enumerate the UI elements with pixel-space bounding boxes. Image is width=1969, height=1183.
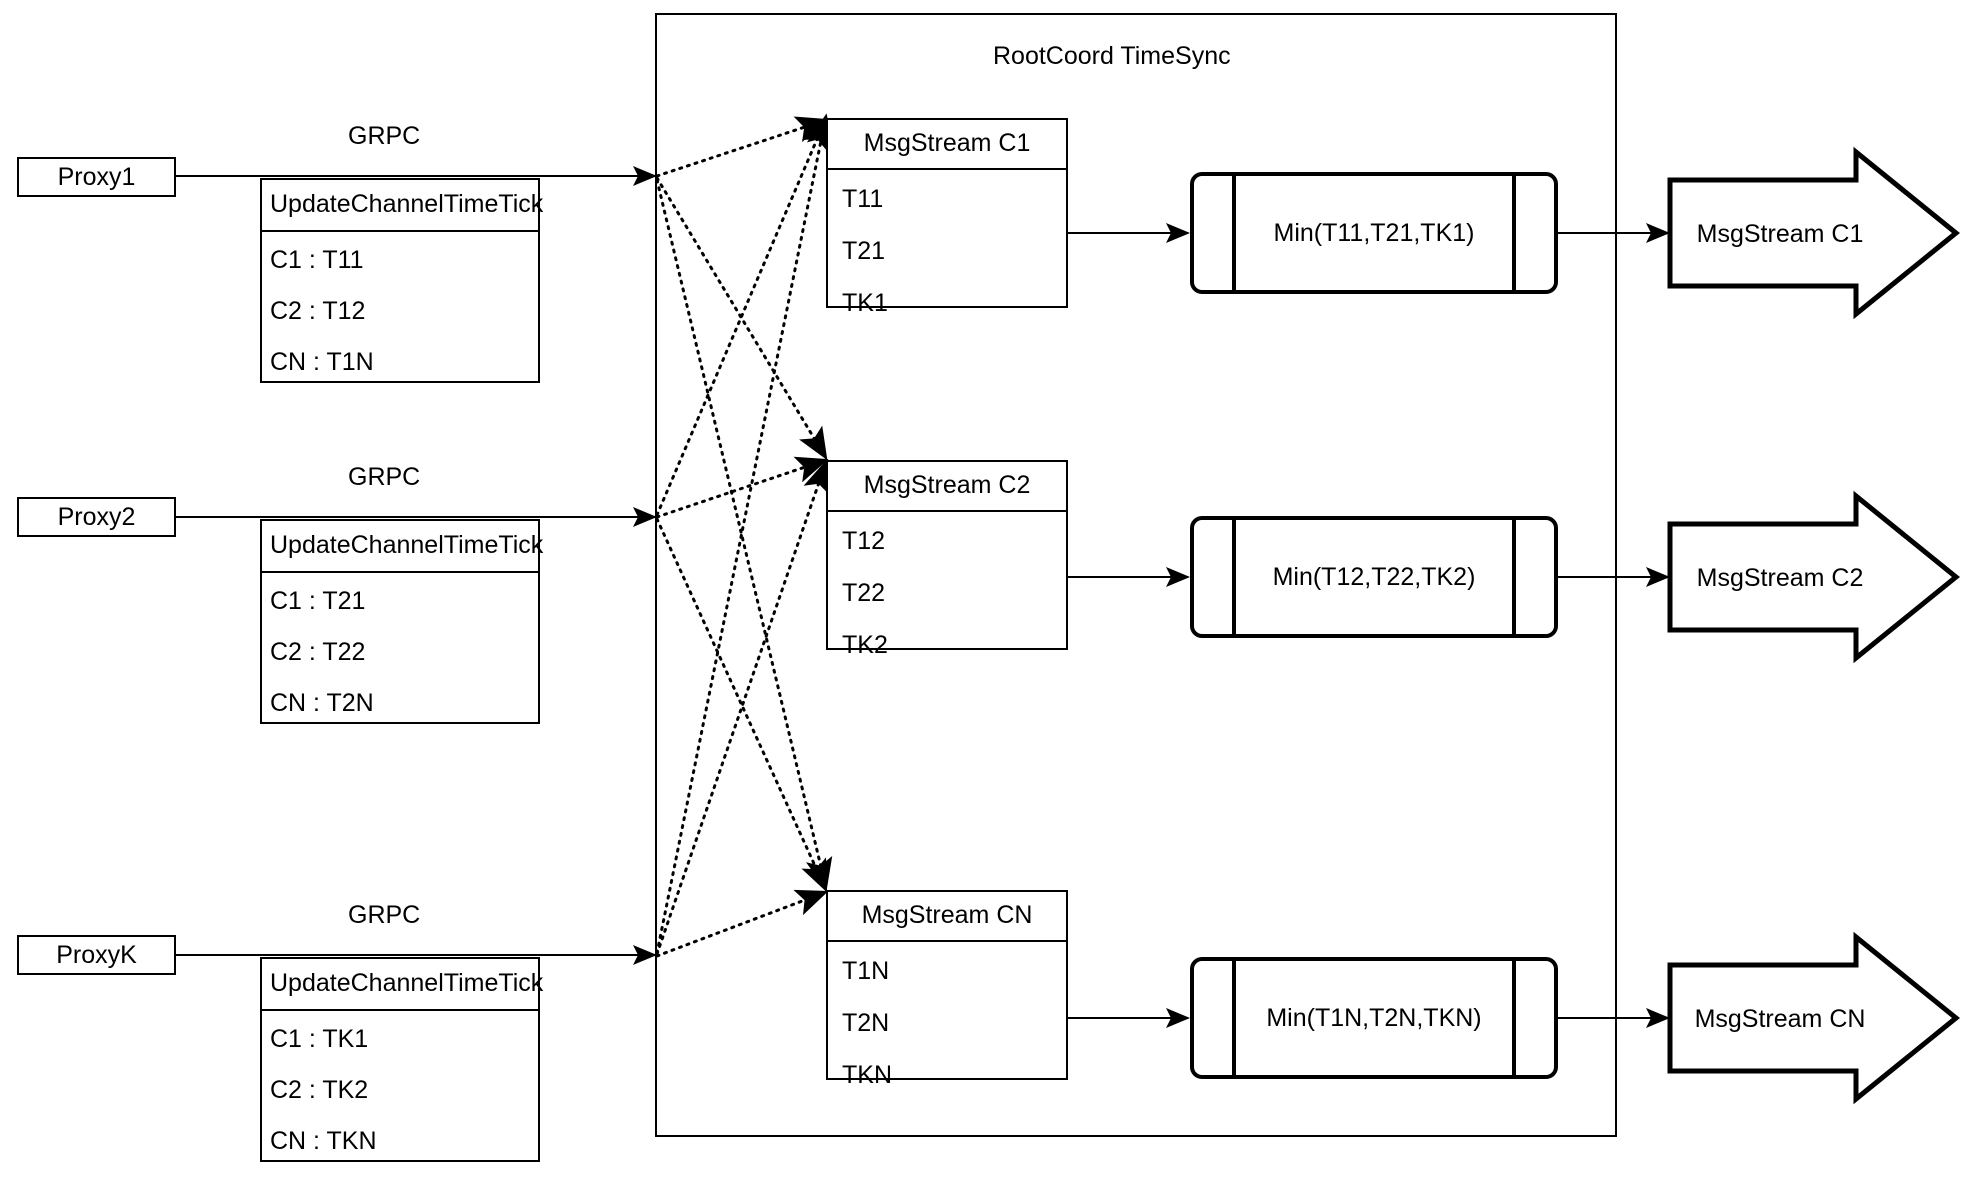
rpc-entry: CN : T1N [270, 348, 374, 376]
rpc-entry: C1 : TK1 [270, 1025, 369, 1053]
msgstream-title: MsgStream C1 [828, 120, 1066, 170]
update-channel-timetick-box-1: UpdateChannelTimeTick C1 : T11 C2 : T12 … [260, 178, 543, 383]
process-divider-left [1232, 961, 1236, 1075]
msgstream-ticks: T12 T22 TK2 [828, 512, 1066, 685]
min-label: Min(T1N,T2N,TKN) [1262, 1005, 1486, 1031]
rpc-title: UpdateChannelTimeTick [262, 521, 543, 573]
rpc-title: UpdateChannelTimeTick [262, 180, 543, 232]
min-process-box-1: Min(T11,T21,TK1) [1190, 172, 1558, 294]
proxy-label: Proxy1 [57, 162, 136, 191]
rpc-entries: C1 : T21 C2 : T22 CN : T2N [262, 573, 538, 742]
tick-value: T11 [842, 185, 884, 213]
tick-value: TK2 [842, 631, 888, 659]
rpc-entry: C2 : T22 [270, 638, 366, 666]
tick-value: TK1 [842, 289, 888, 317]
tick-value: T21 [842, 237, 886, 265]
msgstream-ticks: T11 T21 TK1 [828, 170, 1066, 343]
msgstream-box-2: MsgStream C2 T12 T22 TK2 [826, 460, 1068, 658]
grpc-label-2: GRPC [348, 463, 421, 491]
tick-value: T2N [842, 1009, 890, 1037]
rpc-entry: CN : T2N [270, 689, 374, 717]
msgstream-box-1: MsgStream C1 T11 T21 TK1 [826, 118, 1068, 316]
msgstream-title: MsgStream C2 [828, 462, 1066, 512]
rpc-entry: C2 : TK2 [270, 1076, 369, 1104]
msgstream-box-3: MsgStream CN T1N T2N TKN [826, 890, 1068, 1088]
rpc-entries: C1 : TK1 C2 : TK2 CN : TKN [262, 1011, 538, 1180]
min-process-box-3: Min(T1N,T2N,TKN) [1190, 957, 1558, 1079]
min-label: Min(T11,T21,TK1) [1269, 220, 1479, 246]
proxy-box-2[interactable]: Proxy2 [17, 497, 176, 537]
min-label: Min(T12,T22,TK2) [1268, 564, 1480, 590]
tick-value: T22 [842, 579, 886, 607]
process-divider-right [1512, 176, 1516, 290]
output-arrow-label-3: MsgStream CN [1694, 1005, 1866, 1033]
msgstream-ticks: T1N T2N TKN [828, 942, 1066, 1115]
proxy-label: Proxy2 [57, 502, 136, 531]
update-channel-timetick-box-2: UpdateChannelTimeTick C1 : T21 C2 : T22 … [260, 519, 543, 724]
rpc-entry: C1 : T21 [270, 587, 366, 615]
msgstream-title: MsgStream CN [828, 892, 1066, 942]
output-arrow-label-2: MsgStream C2 [1696, 564, 1864, 592]
min-process-box-2: Min(T12,T22,TK2) [1190, 516, 1558, 638]
proxy-box-3[interactable]: ProxyK [17, 935, 176, 975]
tick-value: T1N [842, 957, 890, 985]
update-channel-timetick-box-3: UpdateChannelTimeTick C1 : TK1 C2 : TK2 … [260, 957, 543, 1162]
rpc-title: UpdateChannelTimeTick [262, 959, 543, 1011]
proxy-label: ProxyK [56, 940, 137, 969]
process-divider-left [1232, 176, 1236, 290]
process-divider-left [1232, 520, 1236, 634]
grpc-label-1: GRPC [348, 122, 421, 150]
process-divider-right [1512, 520, 1516, 634]
rpc-entries: C1 : T11 C2 : T12 CN : T1N [262, 232, 538, 401]
grpc-label-3: GRPC [348, 901, 421, 929]
rpc-entry: C2 : T12 [270, 297, 366, 325]
container-title: RootCoord TimeSync [993, 42, 1231, 70]
output-arrow-label-1: MsgStream C1 [1696, 220, 1864, 248]
rootcoord-timesync-container [655, 13, 1617, 1137]
rpc-entry: CN : TKN [270, 1127, 377, 1155]
tick-value: T12 [842, 527, 886, 555]
rpc-entry: C1 : T11 [270, 246, 364, 274]
tick-value: TKN [842, 1061, 892, 1089]
process-divider-right [1512, 961, 1516, 1075]
proxy-box-1[interactable]: Proxy1 [17, 157, 176, 197]
